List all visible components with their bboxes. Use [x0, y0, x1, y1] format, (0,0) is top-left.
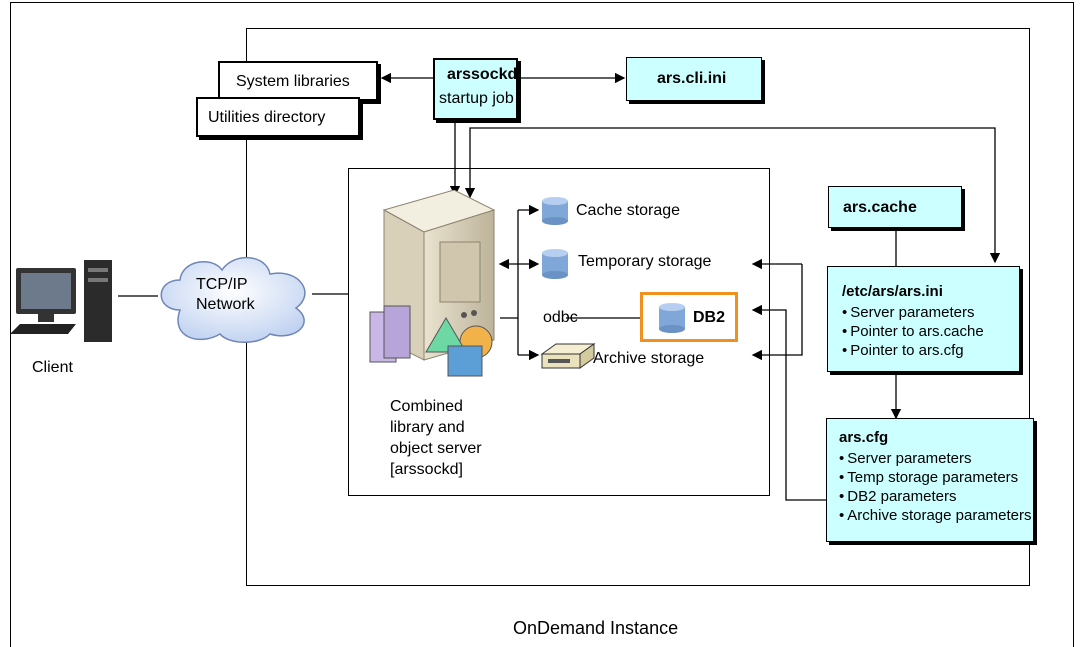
cache-storage-icon	[542, 197, 568, 225]
server-icon	[382, 190, 496, 361]
ars-cache-box: ars.cache	[828, 186, 962, 228]
startup-job-sub: startup job	[439, 90, 514, 107]
archive-storage-icon	[540, 343, 596, 369]
db2-icon	[659, 303, 685, 333]
ars-cfg-item: Server parameters	[839, 449, 1032, 468]
ars-cfg-item: Archive storage parameters	[839, 506, 1031, 525]
odbc-label: odbc	[543, 309, 578, 326]
client-computer-icon	[10, 260, 112, 342]
network-label: TCP/IP Network	[196, 275, 255, 315]
instance-label: OnDemand Instance	[513, 618, 679, 638]
db2-box	[640, 292, 738, 342]
ars-ini-item: Pointer to ars.cache	[842, 322, 983, 341]
network-cloud-icon	[160, 256, 306, 343]
network-label-line: Network	[196, 296, 255, 313]
ars-ini-title: /etc/ars/ars.ini	[842, 283, 943, 300]
ars-ini-item: Server parameters	[842, 303, 984, 322]
ars-cfg-list: Server parameters Temp storage parameter…	[839, 449, 1032, 525]
startup-job-name: arssockd	[447, 66, 518, 83]
system-libraries-box: System libraries	[218, 61, 378, 101]
client-label: Client	[32, 359, 73, 376]
network-label-line: TCP/IP	[196, 276, 248, 293]
ars-cfg-title: ars.cfg	[839, 429, 889, 446]
ars-cfg-box: ars.cfg Server parameters Temp storage p…	[826, 418, 1034, 542]
server-label-line: Combined	[390, 398, 463, 415]
server-label-line: object server	[390, 440, 482, 457]
utilities-directory-box: Utilities directory	[196, 97, 360, 137]
server-label-line: [arssockd]	[390, 461, 463, 478]
archive-storage-label: Archive storage	[593, 350, 705, 367]
db2-label: DB2	[693, 309, 726, 326]
cli-ini-box: ars.cli.ini	[626, 57, 762, 101]
server-label-line: library and	[390, 419, 465, 436]
system-libraries-label: System libraries	[236, 73, 350, 90]
documents-shapes-icon	[369, 305, 493, 377]
server-box	[348, 168, 770, 496]
ars-ini-box: /etc/ars/ars.ini Server parameters Point…	[827, 266, 1020, 372]
utilities-directory-label: Utilities directory	[208, 109, 326, 126]
outer-frame	[10, 2, 1074, 647]
ars-cfg-item: DB2 parameters	[839, 487, 1032, 506]
ars-ini-item: Pointer to ars.cfg	[842, 341, 984, 360]
cache-storage-label: Cache storage	[576, 202, 681, 219]
temporary-storage-label: Temporary storage	[578, 253, 712, 270]
ars-ini-list: Server parameters Pointer to ars.cache P…	[842, 303, 984, 360]
server-label: Combined library and object server [arss…	[390, 396, 482, 480]
ars-cfg-item: Temp storage parameters	[839, 468, 1032, 487]
ars-cache-label: ars.cache	[843, 199, 917, 216]
temporary-storage-icon	[542, 249, 568, 279]
startup-job-box: arssockd startup job	[433, 58, 518, 120]
cli-ini-label: ars.cli.ini	[657, 70, 727, 87]
